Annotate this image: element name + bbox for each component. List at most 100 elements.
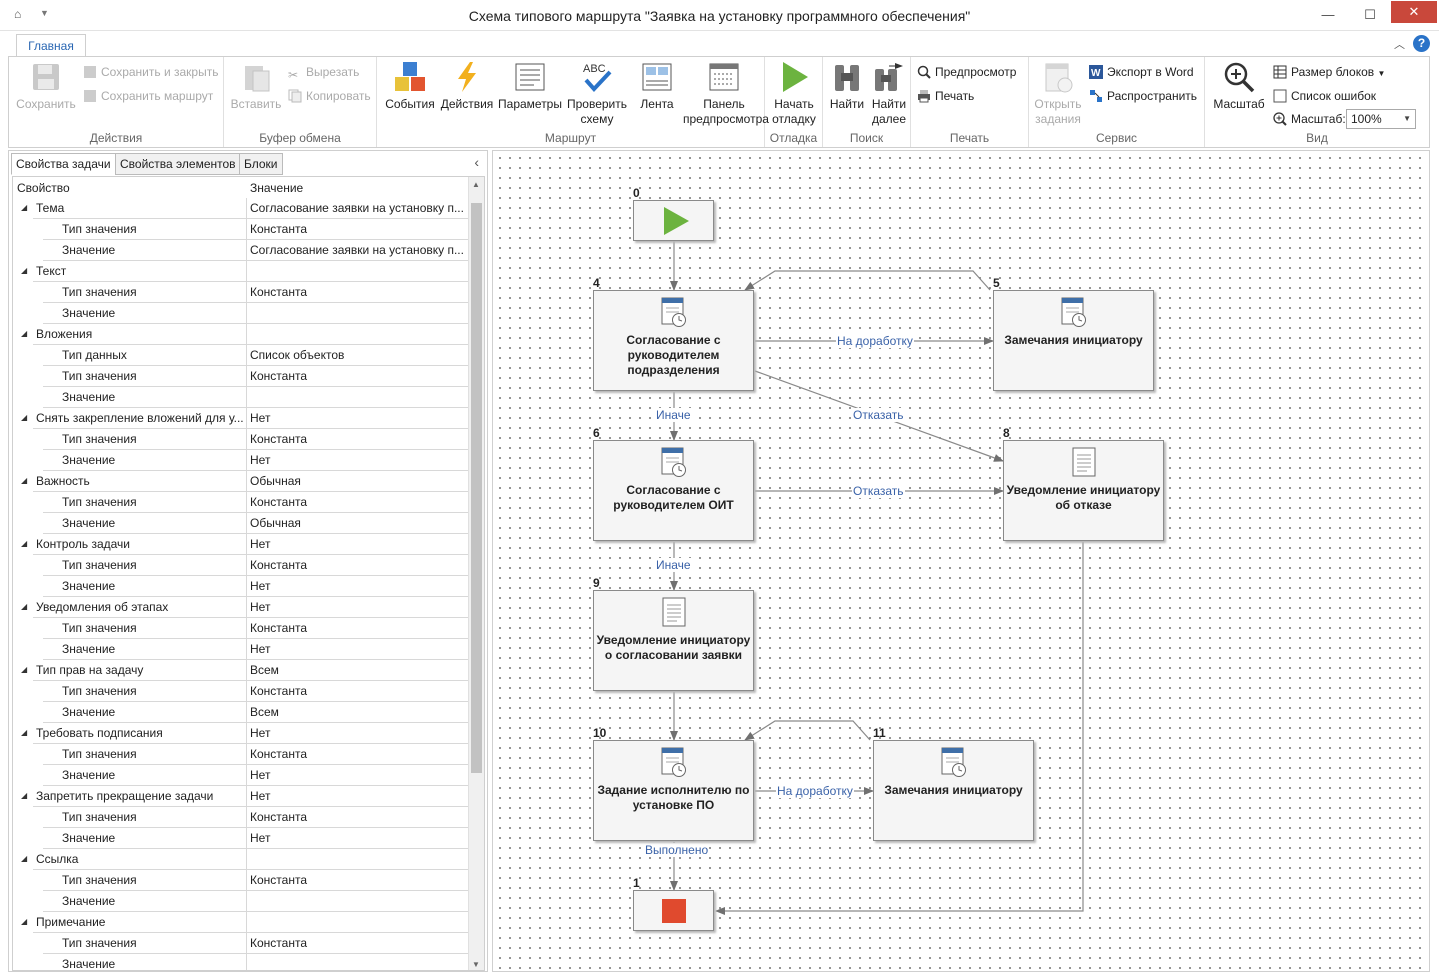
check-scheme-button[interactable]: ABC Проверить схему: [566, 63, 627, 126]
property-value[interactable]: Нет: [247, 576, 468, 597]
help-icon[interactable]: ?: [1413, 35, 1430, 52]
open-tasks-button[interactable]: Открыть задания: [1031, 61, 1085, 127]
property-value[interactable]: Нет: [247, 534, 468, 555]
expand-triangle-icon[interactable]: ◢: [21, 728, 28, 737]
node-remarks-initiator-2[interactable]: Замечания инициатору: [873, 740, 1034, 841]
zoom-button[interactable]: Масштаб: [1209, 61, 1269, 112]
property-value[interactable]: [247, 912, 468, 933]
property-value[interactable]: Константа: [247, 681, 468, 702]
expand-triangle-icon[interactable]: ◢: [21, 917, 28, 926]
property-value[interactable]: Нет: [247, 786, 468, 807]
edge-11-10[interactable]: [744, 720, 871, 741]
copy-button[interactable]: Копировать: [288, 87, 371, 105]
property-value[interactable]: [247, 261, 468, 282]
property-value[interactable]: Согласование заявки на установку п...: [247, 198, 468, 219]
tab-task-properties[interactable]: Свойства задачи: [11, 153, 116, 175]
collapse-panel-icon[interactable]: ‹: [474, 154, 479, 170]
property-value[interactable]: [247, 849, 468, 870]
route-actions-button[interactable]: Действия: [439, 61, 495, 112]
tab-element-properties[interactable]: Свойства элементов: [115, 153, 241, 175]
close-icon[interactable]: ✕: [1391, 1, 1437, 23]
node-rejection-notice[interactable]: Уведомление инициатору об отказе: [1003, 440, 1164, 541]
property-row[interactable]: Значение: [13, 387, 468, 408]
property-value[interactable]: [247, 387, 468, 408]
property-group-row[interactable]: ◢Текст: [13, 261, 468, 282]
expand-triangle-icon[interactable]: ◢: [21, 329, 28, 338]
node-approval-department-head[interactable]: Согласование с руководителем подразделен…: [593, 290, 754, 391]
vertical-scrollbar[interactable]: ▲ ▼: [468, 177, 484, 970]
collapse-ribbon-icon[interactable]: ︿: [1394, 39, 1405, 51]
expand-triangle-icon[interactable]: ◢: [21, 413, 28, 422]
property-value[interactable]: Нет: [247, 639, 468, 660]
find-next-button[interactable]: Найти далее: [867, 61, 911, 127]
property-value[interactable]: Константа: [247, 219, 468, 240]
node-approval-notice[interactable]: Уведомление инициатору о согласовании за…: [593, 590, 754, 691]
property-value[interactable]: Константа: [247, 933, 468, 954]
app-icon[interactable]: ⌂: [14, 7, 22, 21]
property-value[interactable]: [247, 954, 468, 970]
property-value[interactable]: Константа: [247, 282, 468, 303]
cut-button[interactable]: ✂Вырезать: [288, 65, 360, 82]
property-value[interactable]: Всем: [247, 660, 468, 681]
property-value[interactable]: Нет: [247, 450, 468, 471]
print-preview-button[interactable]: Предпросмотр: [917, 63, 1016, 81]
property-value[interactable]: Константа: [247, 555, 468, 576]
property-group-row[interactable]: ◢Ссылка: [13, 849, 468, 870]
property-value[interactable]: [247, 324, 468, 345]
property-row[interactable]: Значение: [13, 954, 468, 970]
zoom-combobox[interactable]: 100%▼: [1346, 109, 1416, 129]
edge-5-4[interactable]: [744, 270, 991, 291]
scroll-up-icon[interactable]: ▲: [472, 180, 480, 189]
expand-triangle-icon[interactable]: ◢: [21, 791, 28, 800]
print-button[interactable]: Печать: [917, 87, 974, 105]
property-value[interactable]: Всем: [247, 702, 468, 723]
property-value[interactable]: [247, 891, 468, 912]
property-value[interactable]: Нет: [247, 765, 468, 786]
route-diagram-canvas[interactable]: На доработку Иначе Отказать Отказать Ина…: [492, 150, 1430, 972]
distribute-button[interactable]: Распространить: [1089, 87, 1197, 105]
property-group-row[interactable]: ◢Примечание: [13, 912, 468, 933]
save-and-close-button[interactable]: Сохранить и закрыть: [83, 63, 218, 81]
property-value[interactable]: Согласование заявки на установку п...: [247, 240, 468, 261]
property-group-row[interactable]: ◢Снять закрепление вложений для у...Нет: [13, 408, 468, 429]
find-button[interactable]: Найти: [825, 61, 869, 112]
property-value[interactable]: Константа: [247, 618, 468, 639]
preview-panel-button[interactable]: Панель предпросмотра: [683, 61, 769, 127]
property-value[interactable]: [247, 303, 468, 324]
scrollbar-thumb[interactable]: [471, 203, 482, 773]
parameters-button[interactable]: Параметры: [497, 61, 563, 112]
events-button[interactable]: События: [383, 61, 437, 112]
paste-button[interactable]: Вставить: [228, 61, 284, 112]
expand-triangle-icon[interactable]: ◢: [21, 854, 28, 863]
ribbon-view-button[interactable]: Лента: [631, 61, 683, 112]
property-value[interactable]: Нет: [247, 723, 468, 744]
tab-home[interactable]: Главная: [16, 34, 86, 58]
property-group-row[interactable]: ◢Вложения: [13, 324, 468, 345]
save-route-button[interactable]: Сохранить маршрут: [83, 87, 213, 105]
property-value[interactable]: Константа: [247, 492, 468, 513]
expand-triangle-icon[interactable]: ◢: [21, 665, 28, 674]
